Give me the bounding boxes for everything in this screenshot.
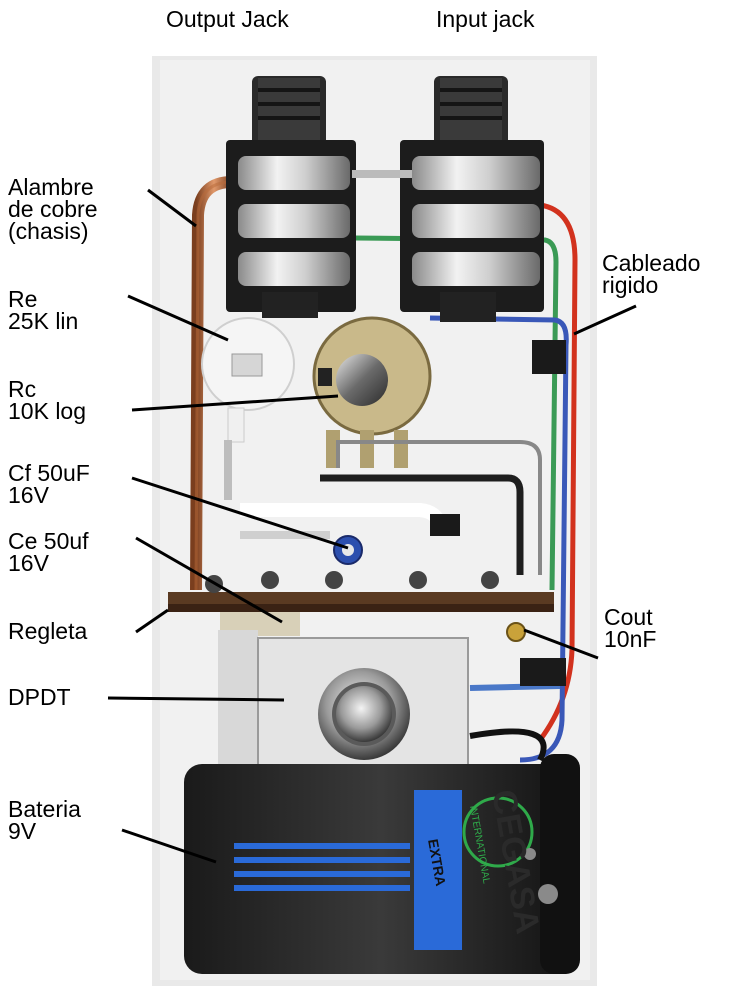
- label-input-jack: Input jack: [436, 6, 535, 32]
- leader-line: [573, 304, 637, 336]
- cable-tie: [520, 658, 566, 686]
- leader-line: [131, 476, 349, 550]
- label-cout: Cout 10nF: [604, 604, 657, 652]
- leader-line: [523, 628, 599, 660]
- red-wire: [537, 202, 578, 742]
- rc-potentiometer: [312, 316, 432, 468]
- label-alambre: Alambre de cobre (chasis): [8, 174, 98, 244]
- leader-line: [121, 828, 217, 864]
- label-bateria: Bateria 9V: [8, 796, 81, 844]
- cf-capacitor: [333, 535, 363, 565]
- cable-tie: [532, 340, 566, 374]
- re-trimmer: [201, 317, 295, 500]
- leader-line: [131, 394, 339, 412]
- label-regleta: Regleta: [8, 618, 88, 644]
- leader-line: [107, 696, 285, 702]
- output-jack: [226, 76, 356, 318]
- label-dpdt: DPDT: [8, 684, 71, 710]
- leader-line: [135, 536, 283, 624]
- cout-capacitor: [506, 622, 526, 642]
- label-ce: Ce 50uf 16V: [8, 528, 89, 576]
- regleta-terminal-strip: [168, 571, 554, 636]
- leader-line: [147, 188, 197, 228]
- label-cableado: Cableado rigido: [602, 250, 701, 298]
- leader-line: [135, 608, 169, 634]
- label-rc: Rc 10K log: [8, 376, 87, 424]
- label-re: Re 25K lin: [8, 286, 79, 334]
- battery-9v: CEGASA INTERNATIONAL EXTRA: [184, 754, 580, 974]
- green-wire: [354, 235, 559, 591]
- leader-line: [127, 294, 229, 342]
- input-jack: [352, 76, 544, 322]
- label-output-jack: Output Jack: [166, 6, 289, 32]
- label-cf: Cf 50uF 16V: [8, 460, 90, 508]
